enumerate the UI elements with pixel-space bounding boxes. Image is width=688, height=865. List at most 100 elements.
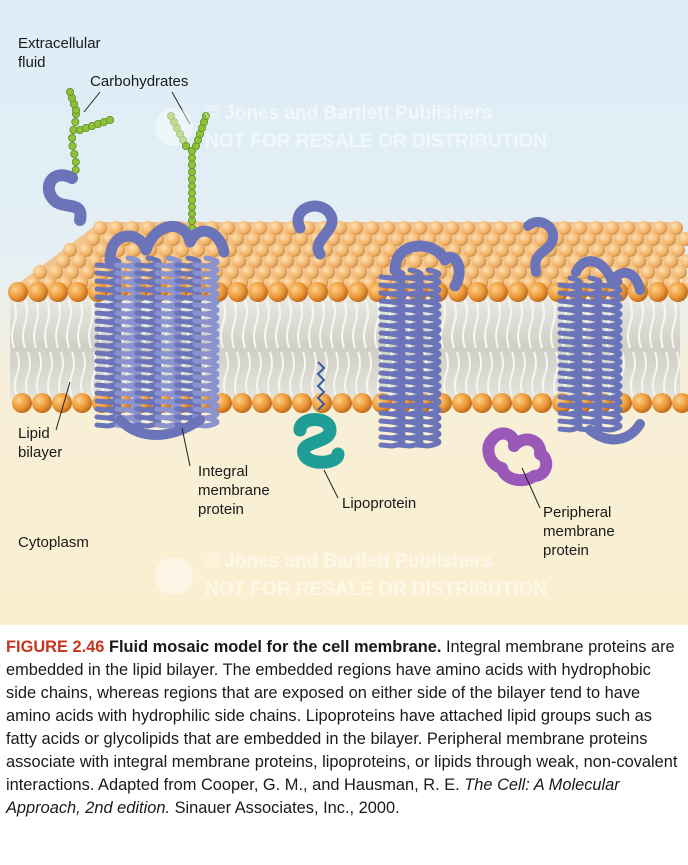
lipid-tail [363,299,369,349]
lipid-head [241,265,255,279]
lipid-head [461,221,475,235]
lipid-head [232,393,252,413]
lipid-tail [641,351,647,397]
lipid-head [237,221,251,235]
lipid-tail [308,299,314,349]
carbohydrate-bead [69,126,78,135]
lipid-head [264,254,278,268]
lipid-head [289,265,303,279]
watermark-publisher-top: © Jones and Bartlett Publishers [205,103,493,124]
carbohydrates-leader-left [83,91,101,113]
carbohydrate-bead [68,133,77,142]
carbohydrates-leader-right [171,91,191,125]
lipid-head [232,254,246,268]
lipid-head [81,265,95,279]
lipid-head [532,393,552,413]
lipid-head [349,221,363,235]
lipid-tail [286,299,292,349]
lipid-head [591,243,605,257]
lipid-tail [352,299,358,349]
lipid-head [508,282,528,302]
lipid-head [605,221,619,235]
lipid-head [52,393,72,413]
lipid-head [253,221,267,235]
lipid-head [632,254,646,268]
lipid-tail [355,351,361,397]
lipid-head [79,243,93,257]
caption-figure-number: FIGURE 2.46 [6,638,105,656]
lipid-tail [267,351,273,397]
carbohydrate-bead [187,160,196,169]
lipid-head [648,254,662,268]
peripheral-protein-bottom [482,427,553,487]
integral-protein-loop [585,419,645,445]
lipid-head [668,282,688,302]
lipid-head [32,393,52,413]
lipid-head [472,393,492,413]
lipid-tail [374,299,380,349]
lipid-head [365,221,379,235]
watermark-logo-top [155,108,193,146]
lipid-tail [25,351,31,397]
lipid-tail [297,299,303,349]
lipid-head [175,243,189,257]
lipid-head [511,243,525,257]
lipid-head [271,243,285,257]
lipid-head [65,265,79,279]
lipid-tail [465,351,471,397]
lipid-tail [542,351,548,397]
lipid-head [479,243,493,257]
lipid-head [230,232,244,246]
lipid-tail [619,351,625,397]
lipid-head [486,232,500,246]
carbohydrate-chain-left [66,88,115,182]
lipid-head [545,265,559,279]
lipid-head [390,232,404,246]
lipid-tail [344,351,350,397]
lipid-tail [77,299,83,349]
lipid-head [332,393,352,413]
lipid-head [492,393,512,413]
lipid-tail [14,351,20,397]
lipid-tail [671,299,677,349]
lipid-head [109,221,123,235]
lipid-tail [234,351,240,397]
lipid-head [438,232,452,246]
lipid-tail [531,351,537,397]
lipid-tail [58,351,64,397]
carbohydrate-bead [68,141,77,150]
label-extracellular-fluid: Extracellular fluid [18,35,101,71]
lipid-tail [91,351,97,397]
lipid-head [221,221,235,235]
lipid-head [559,243,573,257]
lipid-head [288,282,308,302]
lipid-head [497,265,511,279]
lipid-tail [487,351,493,397]
lipid-tail [498,351,504,397]
lipid-tail [223,351,229,397]
lipid-tail [330,299,336,349]
lipid-head [328,254,342,268]
lipid-tail [506,299,512,349]
lipid-head [166,232,180,246]
lipid-head [272,393,292,413]
integral-protein-loop [115,415,205,440]
lipid-head [305,265,319,279]
carbohydrate-bead [187,202,196,211]
caption-publisher: Sinauer Associates, Inc., 2000. [174,799,400,817]
lipid-head [662,232,676,246]
lipid-head [48,282,68,302]
lipid-tail [627,299,633,349]
lipid-anchor [316,361,326,411]
carbohydrate-bead [71,157,80,166]
peripheral-protein-top [292,200,338,260]
lipid-head [225,265,239,279]
protein-helix [557,275,583,433]
label-integral-membrane-protein: Integral membrane protein [198,463,270,518]
lipid-head [33,265,47,279]
lipid-tail [652,351,658,397]
lipid-head [335,243,349,257]
lipid-head [294,232,308,246]
lipid-tail [22,299,28,349]
lipid-head [248,282,268,302]
